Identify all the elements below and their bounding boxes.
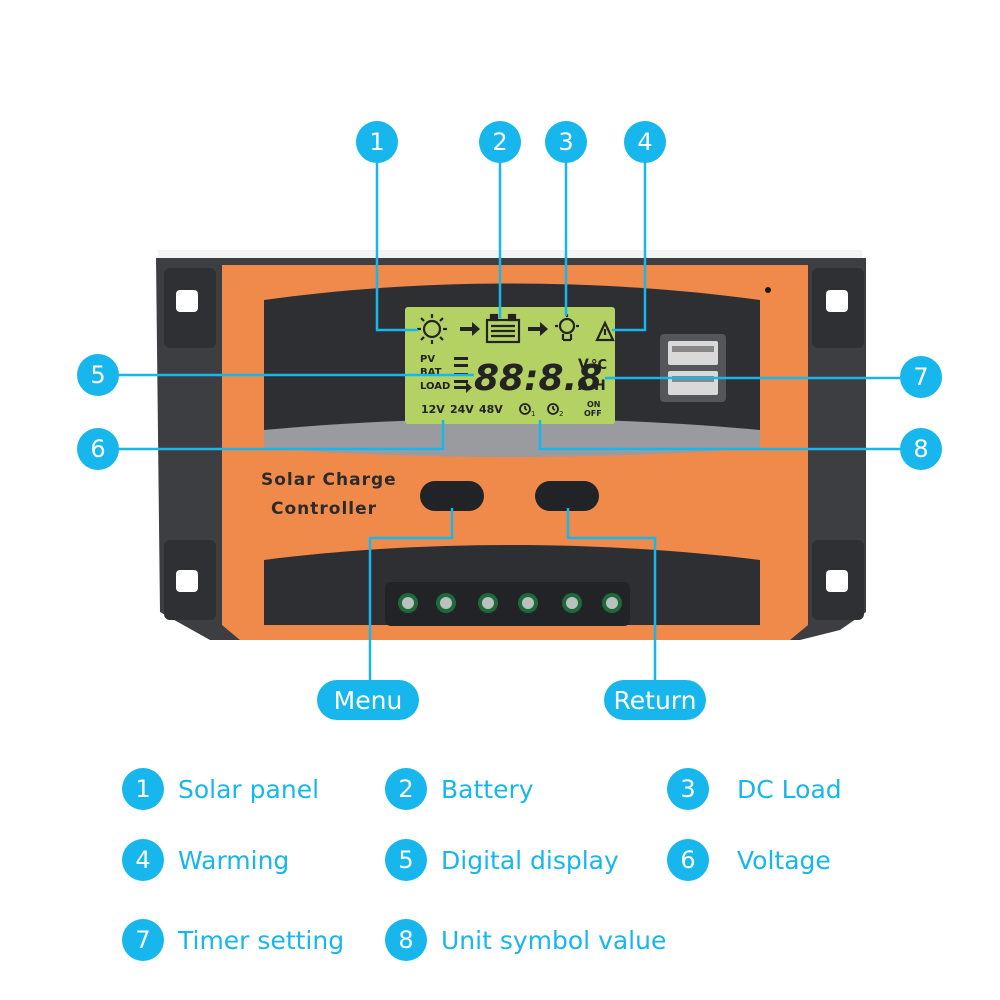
callout-badge-1: 1 (356, 121, 398, 163)
legend-label: Voltage (737, 845, 831, 875)
legend-label: DC Load (737, 774, 842, 804)
lcd-load-label: LOAD (420, 381, 450, 392)
legend-item-3: 3 DC Load (667, 767, 842, 811)
lcd-unit-c: °C (591, 358, 607, 373)
brand-line-2: Controller (271, 499, 378, 519)
legend-badge: 5 (385, 839, 427, 881)
callout-badge-7: 7 (900, 356, 942, 398)
legend-item-8: 8 Unit symbol value (385, 918, 666, 962)
callout-line-return (566, 508, 657, 682)
sun-icon (417, 314, 447, 344)
arrow-icon (460, 322, 548, 336)
legend-label: Warming (178, 845, 290, 875)
callout-badge-4: 4 (624, 121, 666, 163)
legend-label: Digital display (441, 845, 619, 875)
mount-hole-bl (176, 570, 198, 592)
legend-item-7: 7 Timer setting (122, 918, 344, 962)
lcd-timer1: 1 (531, 410, 535, 418)
usb-port-1 (668, 341, 718, 365)
callout-line-6 (118, 420, 445, 451)
legend-label: Unit symbol value (441, 925, 667, 955)
callout-badge-2: 2 (479, 121, 521, 163)
legend-label: Solar panel (178, 774, 320, 804)
legend-item-5: 5 Digital display (385, 838, 619, 882)
legend-item-4: 4 Warming (122, 838, 289, 882)
mount-hole-tr (826, 290, 848, 312)
lcd-unit-h: H (594, 378, 606, 394)
brand-line-1: Solar Charge (261, 470, 397, 490)
legend-badge: 2 (385, 768, 427, 810)
callout-line-1 (375, 162, 418, 332)
lcd-digits: 88:8.8 (474, 358, 602, 399)
terminal-screws (398, 593, 622, 613)
terminal-block (385, 582, 630, 626)
alarm-icon-1 (519, 403, 531, 415)
legend-badge: 6 (667, 839, 709, 881)
lcd-24v: 24V (450, 403, 474, 416)
lcd-12v: 12V (421, 403, 445, 416)
usb-port-2 (668, 371, 718, 395)
callout-line-4 (612, 162, 647, 332)
lcd-unit-a: A (578, 378, 589, 394)
lcd-pv-label: PV (420, 354, 435, 365)
menu-hardware-button (420, 481, 484, 511)
callout-badge-8: 8 (900, 428, 942, 470)
warning-icon (595, 320, 615, 342)
lcd-off: OFF (584, 409, 602, 418)
callout-lines (118, 162, 900, 682)
return-label-pill: Return (604, 680, 706, 720)
display-band-lip (264, 418, 760, 457)
lcd-unit-v: V (578, 357, 589, 373)
legend-badge: 7 (122, 919, 164, 961)
mount-hole-tl (176, 290, 198, 312)
legend-label: Timer setting (178, 925, 345, 955)
callout-badge-3: 3 (545, 121, 587, 163)
legend-badge: 4 (122, 839, 164, 881)
lcd-bat-label: BAT (420, 367, 442, 378)
legend-badge: 8 (385, 919, 427, 961)
callout-badge-6: 6 (77, 428, 119, 470)
menu-label-pill: Menu (317, 680, 419, 720)
battery-icon (485, 313, 521, 344)
legend-item-6: 6 Voltage (667, 838, 831, 882)
return-hardware-button (535, 481, 599, 511)
status-led (765, 287, 771, 293)
legend-item-2: 2 Battery (385, 767, 534, 811)
lcd-on: ON (587, 400, 601, 409)
lcd-timer2: 2 (559, 410, 563, 418)
legend-badge: 3 (667, 768, 709, 810)
mount-hole-br (826, 570, 848, 592)
alarm-icon-2 (547, 403, 559, 415)
callout-line-menu (368, 508, 454, 682)
callout-line-8 (538, 420, 900, 451)
legend-label: Battery (441, 774, 534, 804)
lcd-48v: 48V (479, 403, 503, 416)
callout-badge-5: 5 (77, 354, 119, 396)
legend-item-1: 1 Solar panel (122, 767, 319, 811)
legend-badge: 1 (122, 768, 164, 810)
